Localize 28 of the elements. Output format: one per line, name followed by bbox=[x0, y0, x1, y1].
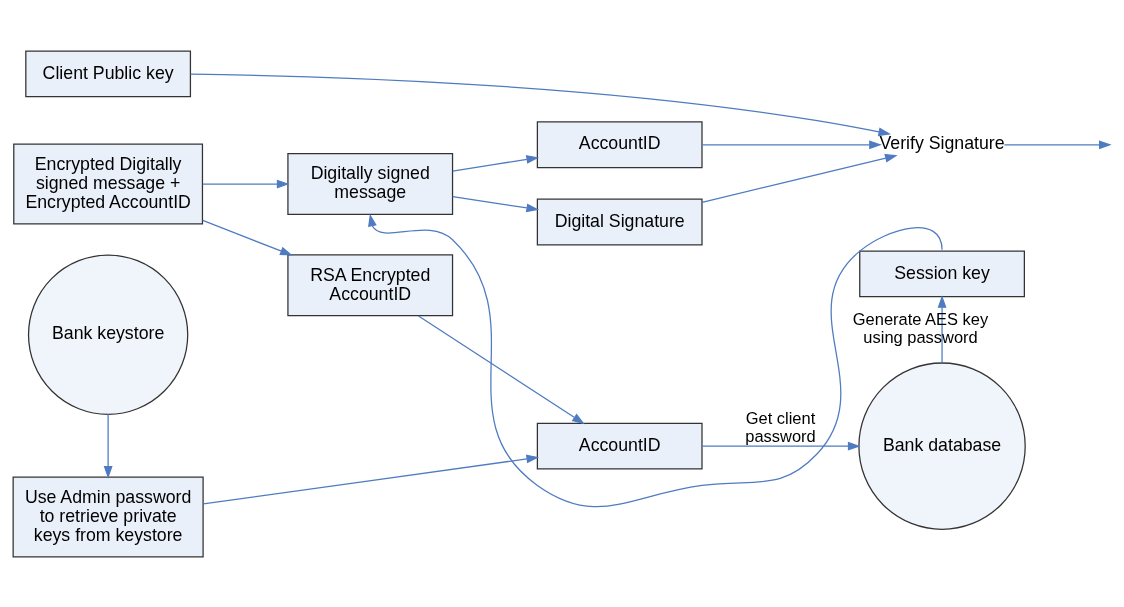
node-circle: Bank database bbox=[858, 361, 1026, 530]
arrow bbox=[701, 139, 882, 149]
arrow bbox=[701, 153, 898, 203]
node-box: Encrypted Digitally signed message + Encrypted AccountID bbox=[13, 143, 204, 225]
arrow bbox=[368, 213, 943, 507]
edge-label: Generate AES key using password bbox=[852, 309, 989, 346]
node-box: Digitally signed message bbox=[287, 152, 454, 215]
node-box: Use Admin password to retrieve private keys from keystore bbox=[12, 476, 204, 558]
arrow bbox=[202, 219, 293, 256]
node-box: Session key bbox=[859, 250, 1025, 297]
arrow bbox=[452, 195, 540, 212]
arrow bbox=[202, 454, 540, 505]
node-box: AccountID bbox=[536, 422, 703, 470]
node-text: Verify Signature bbox=[879, 132, 1005, 153]
arrow bbox=[190, 73, 892, 136]
arrow bbox=[452, 154, 540, 172]
node-box: Digital Signature bbox=[536, 198, 703, 245]
arrow bbox=[202, 179, 290, 188]
arrow bbox=[937, 294, 947, 364]
arrow bbox=[1003, 139, 1112, 149]
arrow bbox=[701, 441, 861, 451]
node-box: RSA Encrypted AccountID bbox=[287, 253, 454, 316]
arrow bbox=[417, 314, 585, 424]
node-box: AccountID bbox=[536, 120, 703, 168]
edge-label: Get client password bbox=[745, 408, 816, 445]
node-box: Client Public key bbox=[25, 49, 192, 97]
node-circle: Bank keystore bbox=[27, 253, 189, 415]
arrow bbox=[103, 412, 113, 479]
